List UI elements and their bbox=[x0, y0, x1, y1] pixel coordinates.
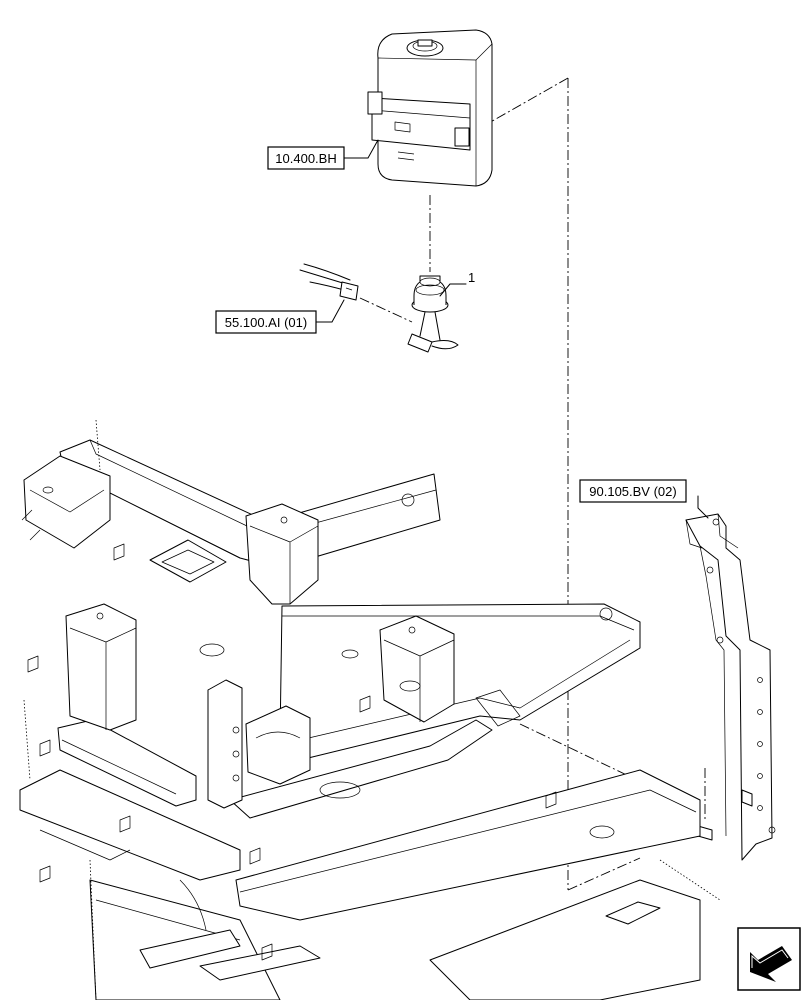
level-switch bbox=[407, 275, 459, 353]
washer-tank bbox=[367, 29, 493, 187]
arrow-icon[interactable] bbox=[737, 927, 801, 991]
ref-label-bracket[interactable]: 90.105.BV (02) bbox=[579, 479, 687, 503]
ref-label-harness-text: 55.100.AI (01) bbox=[225, 315, 307, 330]
ref-label-harness[interactable]: 55.100.AI (01) bbox=[215, 310, 317, 334]
ref-label-tank[interactable]: 10.400.BH bbox=[267, 146, 345, 170]
ref-label-bracket-text: 90.105.BV (02) bbox=[589, 484, 676, 499]
machine-frame bbox=[19, 419, 721, 1000]
harness-connector bbox=[299, 263, 359, 301]
mounting-bracket bbox=[685, 513, 776, 861]
leader-lines bbox=[315, 139, 709, 519]
callout-item-1: 1 bbox=[468, 270, 475, 285]
ref-label-tank-text: 10.400.BH bbox=[275, 151, 336, 166]
